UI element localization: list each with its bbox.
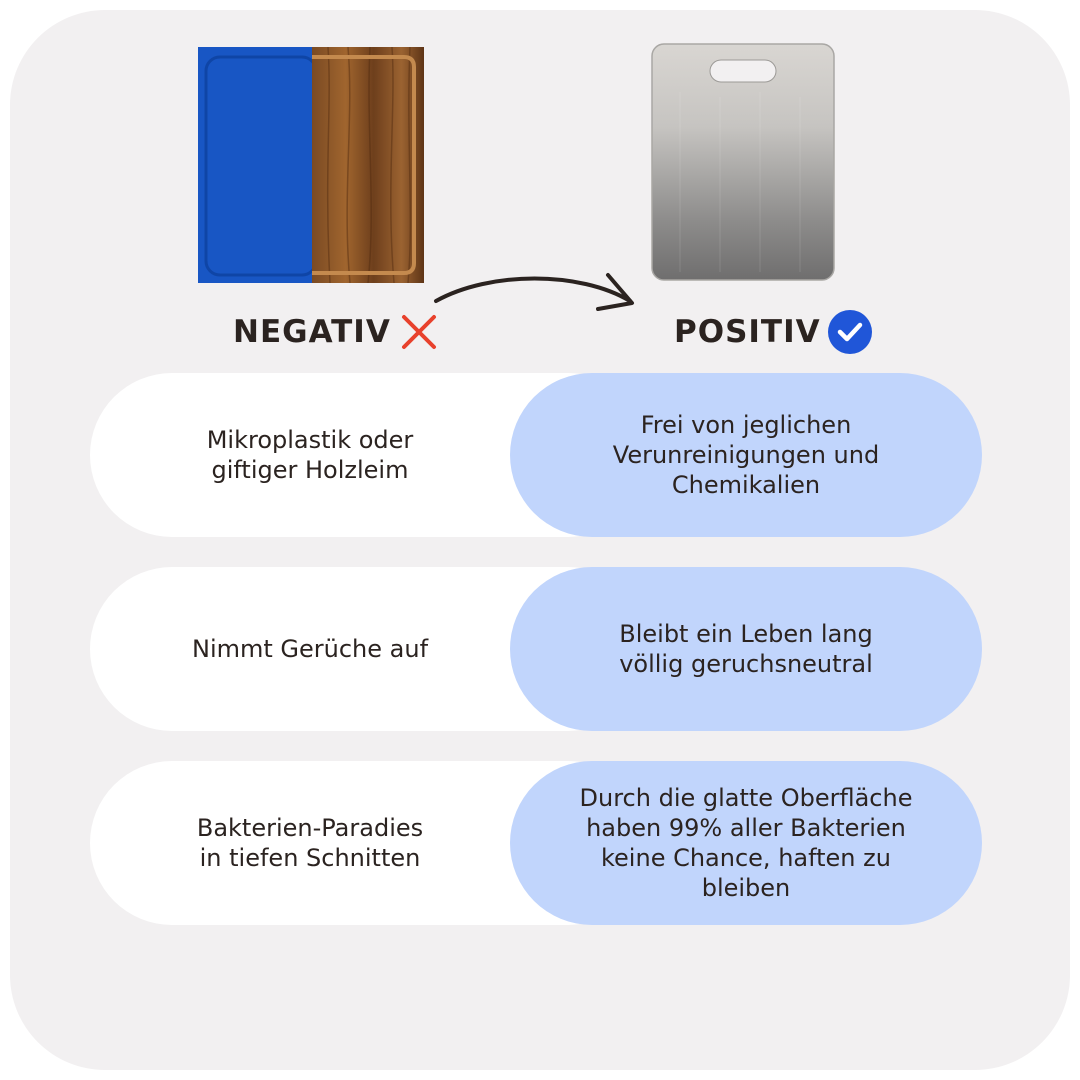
negative-label: NEGATIV (233, 314, 391, 350)
positive-text: Bleibt ein Leben lang völlig geruchsneut… (619, 620, 873, 678)
plastic-wood-board-image (198, 47, 424, 283)
positive-heading: POSITIV (674, 310, 873, 354)
positive-text: Durch die glatte Oberfläche haben 99% al… (579, 784, 913, 902)
cross-icon (397, 310, 441, 354)
negative-text: Mikroplastik oder giftiger Holzleim (206, 426, 414, 484)
comparison-row: Mikroplastik oder giftiger Holzleim Frei… (90, 373, 982, 537)
positive-text: Frei von jeglichen Verunreinigungen und … (612, 411, 880, 499)
comparison-row: Nimmt Gerüche auf Bleibt ein Leben lang … (90, 567, 982, 731)
negative-text: Nimmt Gerüche auf (191, 635, 429, 663)
comparison-card: NEGATIV POSITIV Mikroplastik oder giftig… (10, 10, 1070, 1070)
positive-pill (510, 761, 982, 925)
negative-text: Bakterien-Paradies in tiefen Schnitten (196, 814, 424, 872)
check-circle-icon (827, 309, 873, 355)
positive-label: POSITIV (674, 314, 821, 350)
positive-pill (510, 373, 982, 537)
stainless-steel-board-image (650, 42, 836, 282)
comparison-row: Bakterien-Paradies in tiefen Schnitten D… (90, 761, 982, 925)
positive-pill (510, 567, 982, 731)
negative-heading: NEGATIV (233, 310, 441, 354)
arrow-icon (430, 265, 650, 325)
